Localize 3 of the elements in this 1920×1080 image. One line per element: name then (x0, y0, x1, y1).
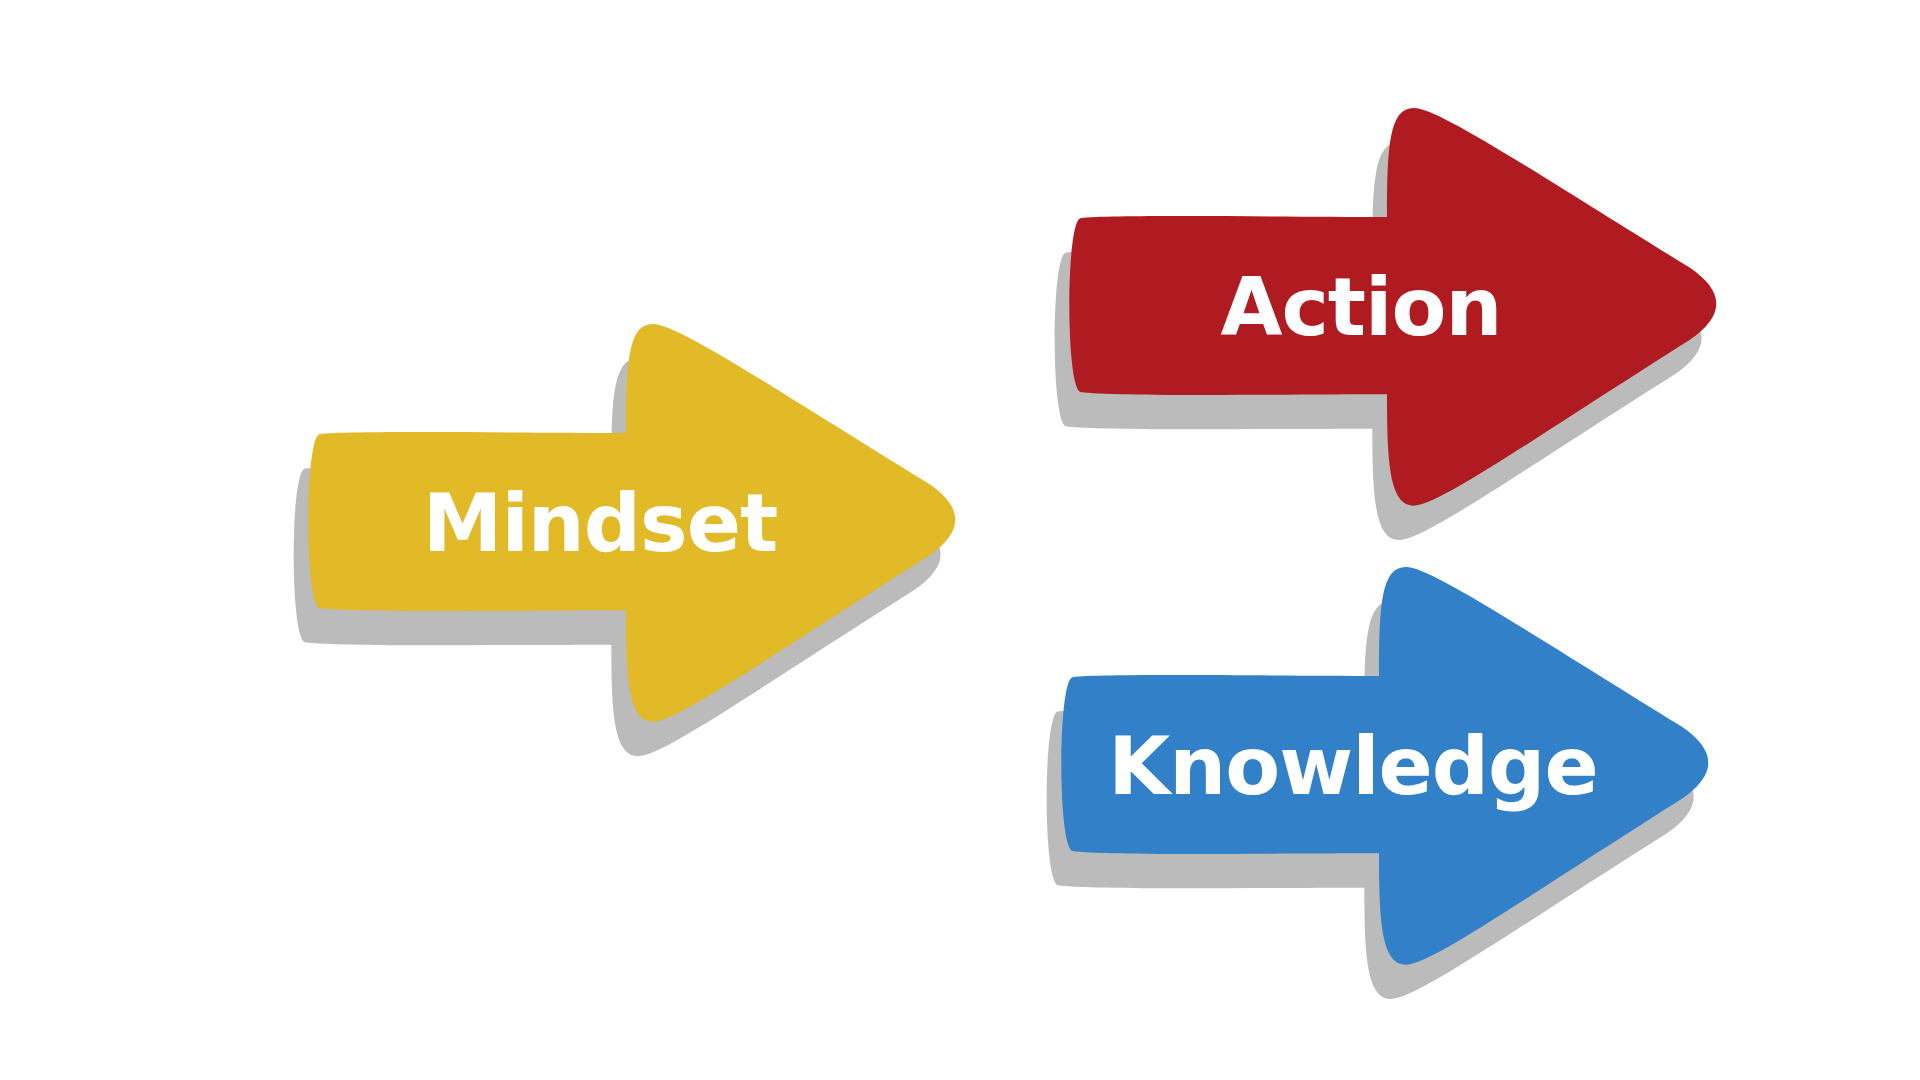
arrow-label: Action (1220, 260, 1502, 354)
arrow-label: Mindset (422, 476, 778, 570)
arrow-label: Knowledge (1108, 719, 1598, 813)
